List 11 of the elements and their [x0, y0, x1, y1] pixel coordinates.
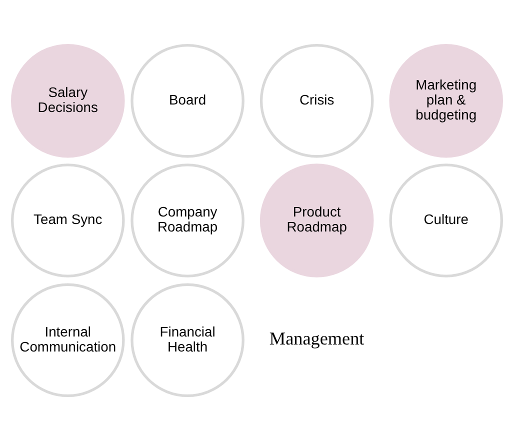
node-circle: Company Roadmap: [130, 164, 244, 278]
node-circle: Crisis: [260, 44, 374, 158]
node-circle: Salary Decisions: [10, 44, 125, 158]
node-circle: Team Sync: [10, 164, 125, 278]
node-circle: Board: [130, 44, 244, 158]
node-circle: Product Roadmap: [260, 164, 374, 278]
node-circle: Marketing plan & budgeting: [389, 44, 503, 158]
node-text: Management: [269, 328, 364, 349]
node-circle: Financial Health: [130, 283, 244, 398]
node-circle: Internal Communication: [10, 283, 125, 398]
node-circle: Culture: [389, 164, 503, 278]
